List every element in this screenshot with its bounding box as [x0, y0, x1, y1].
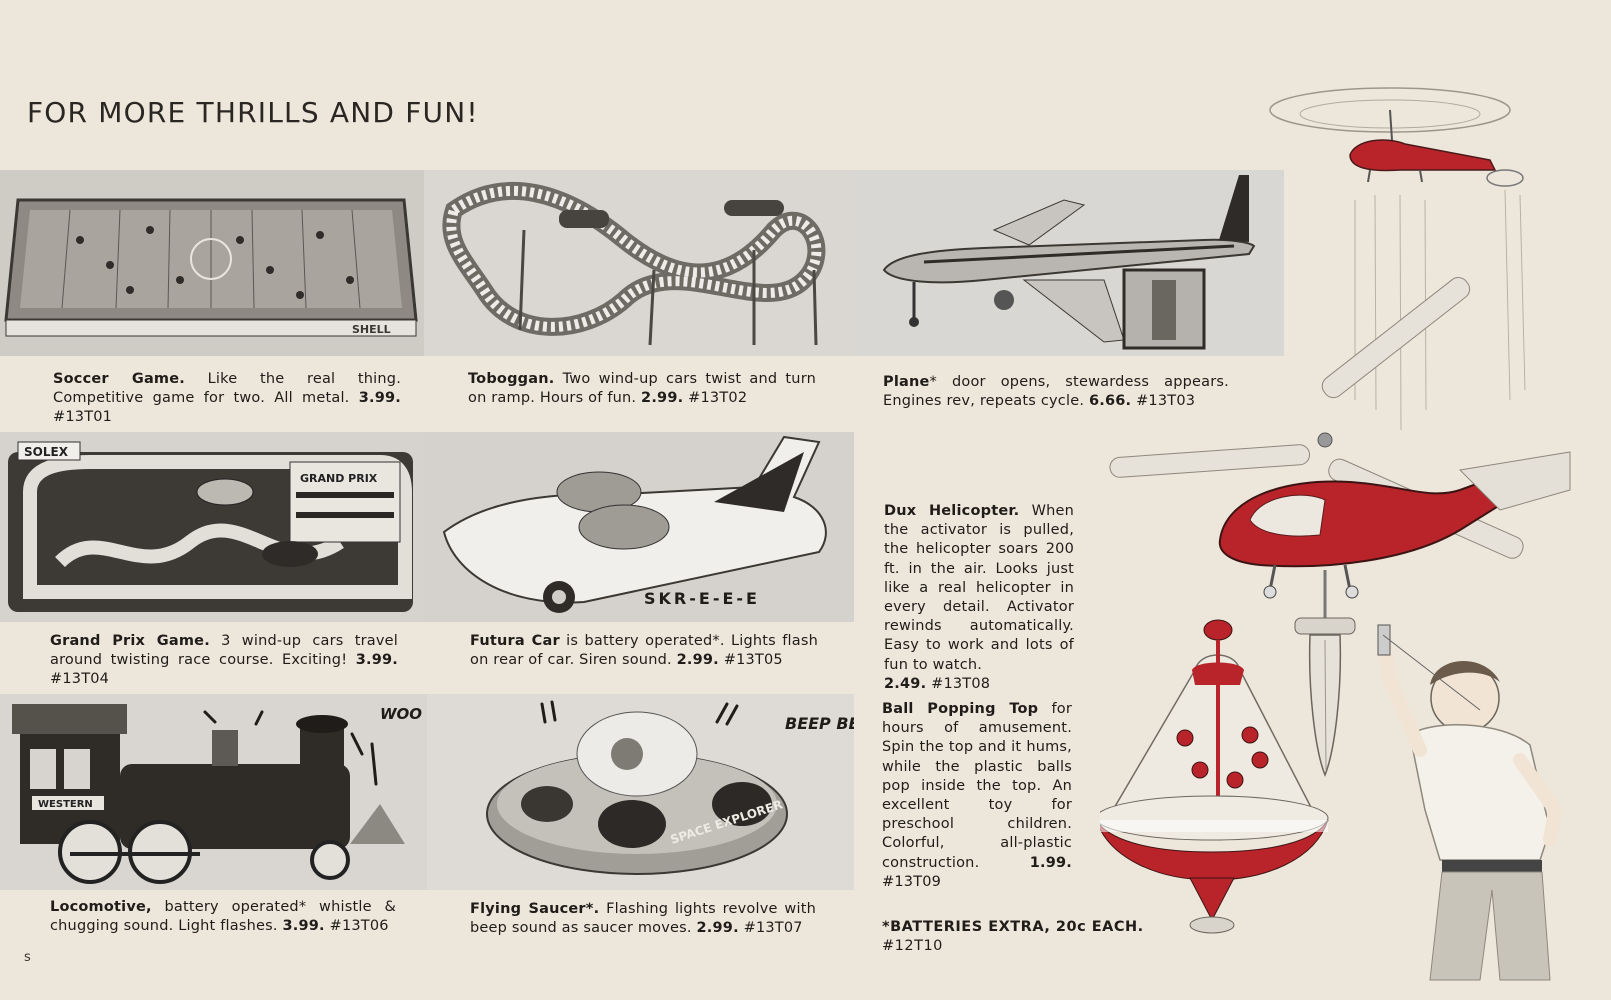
toy-illustrations — [1100, 70, 1600, 990]
product-description: When the activator is pulled, the helico… — [884, 503, 1075, 673]
product-price: 6.66. — [1088, 393, 1132, 409]
flying-saucer-photo: SPACE EXPLORER BEEP BEEP — [427, 694, 854, 890]
product-description: for hours of amusement. Spin the top and… — [882, 701, 1073, 871]
batteries-note-item: #12T10 — [882, 938, 943, 954]
futura-car-photo: SKR-E-E-E — [424, 432, 854, 622]
product-item-number: #13T02 — [688, 390, 748, 406]
product-description: 3 wind-up cars travel around twisting ra… — [50, 633, 399, 668]
product-description: Two wind-up cars twist and turn on ramp.… — [468, 371, 816, 406]
product-description: is battery operated*. Lights flash on re… — [470, 633, 818, 668]
batteries-note: *BATTERIES EXTRA, 20c EACH. #12T10 — [882, 918, 1202, 956]
product-price: 2.49. — [884, 675, 927, 692]
product-name: Ball Popping Top — [882, 701, 1039, 717]
product-item-number: #13T01 — [53, 409, 113, 425]
loco-plate-text: WESTERN — [38, 799, 93, 810]
product-price: 3.99. — [355, 652, 399, 668]
product-item-number: #13T07 — [743, 920, 803, 936]
product-price: 1.99. — [1029, 854, 1072, 871]
product-description: Flashing lights revolve with beep sound … — [470, 901, 816, 936]
product-price: 2.99. — [641, 390, 684, 406]
product-item-number: #13T05 — [723, 652, 783, 668]
product-description: battery operated* whistle & chugging sou… — [50, 899, 396, 934]
soccer-game-photo: SHELL — [0, 170, 424, 356]
product-price: 2.99. — [696, 920, 739, 936]
product-item-number: #13T08 — [931, 675, 991, 692]
soccer-game-caption: Soccer Game. Like the real thing. Compet… — [53, 370, 401, 427]
ball-popping-top-caption: Ball Popping Top for hours of amusement.… — [882, 700, 1072, 892]
grand-prix-caption: Grand Prix Game. 3 wind-up cars travel a… — [50, 632, 398, 689]
helicopter-caption: Dux Helicopter. When the activator is pu… — [884, 502, 1074, 694]
product-item-number: #13T06 — [329, 918, 389, 934]
product-name: Locomotive, — [50, 899, 152, 915]
product-description: Like the real thing. Competitive game fo… — [53, 371, 402, 406]
product-name: Dux Helicopter. — [884, 503, 1020, 519]
page-mark: s — [24, 950, 31, 965]
product-price: 3.99. — [282, 918, 325, 934]
saucer-sound-text: BEEP BEEP — [785, 714, 854, 733]
locomotive-photo: WESTERN WOO WOO — [0, 694, 427, 890]
race-sign-solex: SOLEX — [24, 445, 69, 459]
toboggan-photo — [424, 170, 854, 356]
flying-saucer-caption: Flying Saucer*. Flashing lights revolve … — [470, 900, 816, 938]
batteries-note-text: *BATTERIES EXTRA, 20c EACH. — [882, 919, 1144, 935]
plane-photo — [854, 170, 1284, 356]
product-name: Toboggan. — [468, 371, 555, 387]
product-name: Soccer Game. — [53, 371, 185, 387]
product-name: Flying Saucer*. — [470, 901, 600, 917]
toboggan-caption: Toboggan. Two wind-up cars twist and tur… — [468, 370, 816, 408]
futura-sound-text: SKR-E-E-E — [644, 589, 760, 608]
page-headline: FOR MORE THRILLS AND FUN! — [27, 96, 479, 129]
plane-caption: Plane* door opens, stewardess appears. E… — [883, 373, 1229, 411]
boy-illustration — [1377, 624, 1563, 981]
product-description: * door opens, stewardess appears. Engine… — [883, 374, 1229, 409]
locomotive-sound-text: WOO WOO — [380, 705, 427, 723]
product-name: Futura Car — [470, 633, 560, 649]
activator-illustration — [1294, 570, 1356, 778]
futura-car-caption: Futura Car is battery operated*. Lights … — [470, 632, 818, 670]
product-name: Plane — [883, 374, 930, 390]
ball-popping-top-illustration — [1100, 619, 1329, 934]
product-price: 2.99. — [676, 652, 719, 668]
locomotive-caption: Locomotive, battery operated* whistle & … — [50, 898, 396, 936]
large-helicopter-illustration — [1109, 277, 1571, 599]
product-item-number: #13T03 — [1136, 393, 1196, 409]
grand-prix-photo: SOLEX GRAND PRIX — [0, 432, 424, 622]
product-item-number: #13T04 — [50, 671, 110, 687]
product-price: 3.99. — [358, 390, 402, 406]
product-name: Grand Prix Game. — [50, 633, 210, 649]
product-item-number: #13T09 — [882, 873, 942, 890]
soccer-sign-text: SHELL — [352, 323, 391, 336]
small-helicopter-illustration — [1269, 87, 1526, 431]
race-sign-grand-prix: GRAND PRIX — [300, 472, 378, 485]
